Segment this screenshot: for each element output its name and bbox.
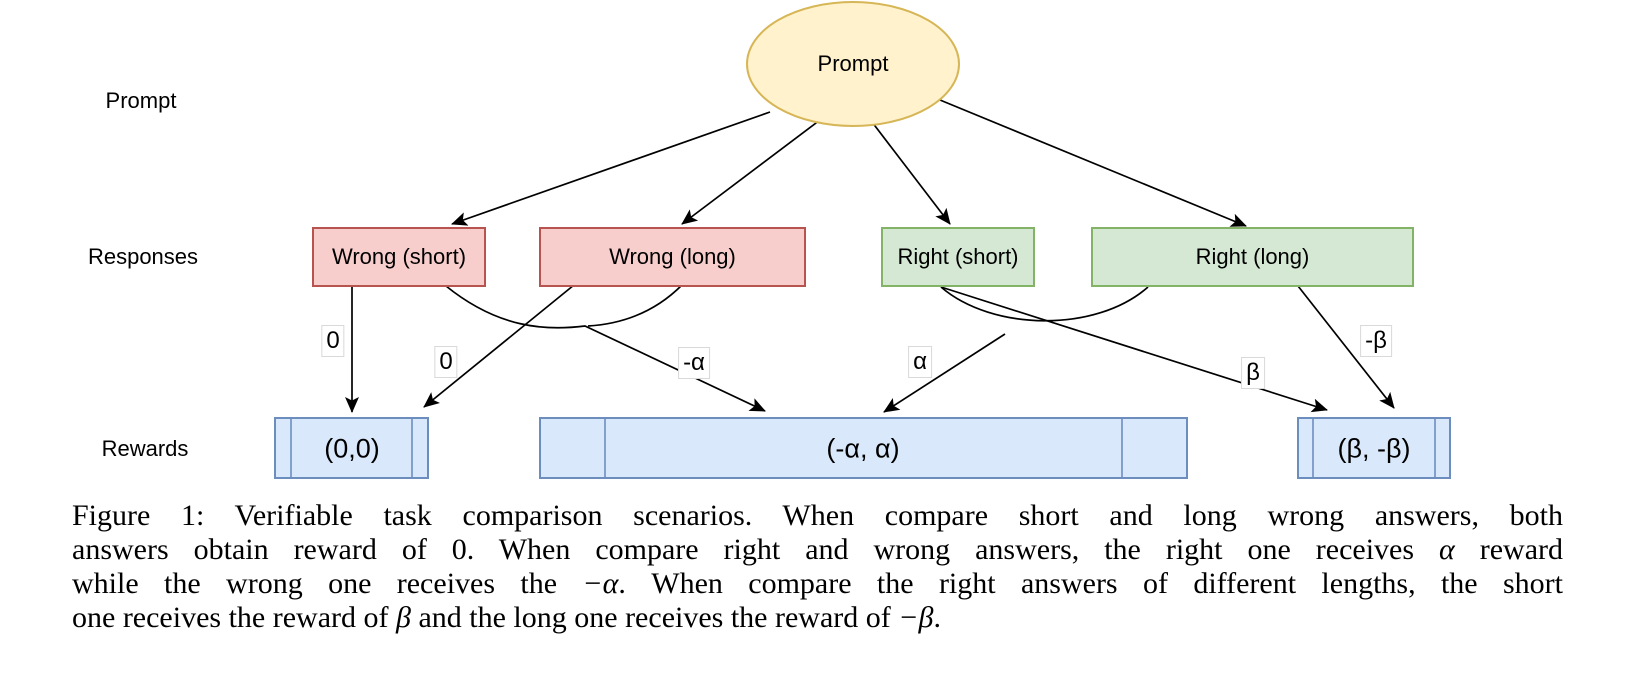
row-label-rewards: Rewards xyxy=(101,436,189,461)
reward-beta-box xyxy=(1297,417,1451,479)
caption-text: reward xyxy=(1454,533,1563,566)
right-short-box xyxy=(882,228,1034,286)
row-label-prompt: Prompt xyxy=(105,88,177,113)
reward-00-label: (0,0) xyxy=(324,433,380,464)
right-long-box-border xyxy=(1091,227,1414,287)
right-short-box-border xyxy=(881,227,1035,287)
caption-line: Figure 1: Verifiable task comparison sce… xyxy=(72,499,1563,533)
reward-00-rect-border xyxy=(274,417,429,479)
caption-line: answers obtain reward of 0. When compare… xyxy=(72,533,1563,567)
caption-text: and the long one receives the reward of xyxy=(410,601,899,634)
comparison-diagram xyxy=(274,1,1451,479)
edge-wrong-long-to-reward-00 xyxy=(423,284,575,408)
caption-math-symbol: β xyxy=(396,601,411,634)
wrong-short-box xyxy=(313,228,485,286)
caption-text: one receives the reward of xyxy=(72,601,396,634)
wrong-long-box xyxy=(540,228,805,286)
caption-text: . When compare the right answers of diff… xyxy=(618,567,1563,600)
edge-right-short-to-reward-beta xyxy=(940,286,1328,413)
wrong-long-box-border xyxy=(539,227,806,287)
edge-label-zero-long: 0 xyxy=(434,346,458,378)
edge-right-to-reward-alpha xyxy=(883,333,1006,413)
edge-label-alpha: α xyxy=(908,346,932,378)
edge-right-arc xyxy=(940,286,1149,322)
wrong-short-label: Wrong (short) xyxy=(331,244,467,269)
caption-line: while the wrong one receives the −α. Whe… xyxy=(72,567,1563,601)
edge-label-zero-short: 0 xyxy=(321,325,345,357)
row-label-responses: Responses xyxy=(87,244,199,269)
prompt-ellipse xyxy=(747,2,959,126)
reward-00-rect xyxy=(275,418,428,478)
prompt-ellipse-border xyxy=(746,1,960,127)
edge-prompt-to-wrong-long xyxy=(681,119,821,225)
reward-beta-label: (β, -β) xyxy=(1337,433,1411,464)
caption-math-symbol: −β xyxy=(898,601,934,634)
caption-line: one receives the reward of β and the lon… xyxy=(72,601,1563,635)
edge-label-neg-alpha: -α xyxy=(678,347,710,379)
edge-wrong-long-arc xyxy=(587,284,683,327)
caption-math-symbol: α xyxy=(1439,533,1455,566)
wrong-long-label: Wrong (long) xyxy=(609,244,736,269)
edge-wrong-to-reward-neg-alpha xyxy=(445,285,766,412)
caption-text: answers obtain reward of 0. When compare… xyxy=(72,533,1439,566)
reward-alpha-rect-border xyxy=(539,417,1188,479)
caption-text: while the wrong one receives the xyxy=(72,567,583,600)
right-short-label: Right (short) xyxy=(897,244,1019,269)
edge-right-long-to-reward-neg-beta xyxy=(1297,285,1395,409)
reward-beta-rect xyxy=(1298,418,1450,478)
reward-beta-rect-border xyxy=(1297,417,1451,479)
edge-prompt-to-right-short xyxy=(871,121,951,225)
prompt-node-label: Prompt xyxy=(817,51,889,76)
reward-alpha-rect xyxy=(540,418,1187,478)
edge-prompt-to-right-long xyxy=(939,99,1247,227)
edge-prompt-to-wrong-short xyxy=(451,111,771,226)
caption-text: Figure 1: Verifiable task comparison sce… xyxy=(72,499,1563,532)
reward-alpha-box xyxy=(539,417,1188,479)
right-long-box xyxy=(1092,228,1413,286)
caption-text: . xyxy=(933,601,941,634)
figure-caption: Figure 1: Verifiable task comparison sce… xyxy=(72,499,1563,635)
right-long-label: Right (long) xyxy=(1195,244,1310,269)
edge-label-beta: β xyxy=(1241,357,1265,389)
wrong-short-box-border xyxy=(312,227,486,287)
reward-00-box xyxy=(274,417,429,479)
reward-alpha-label: (-α, α) xyxy=(826,433,900,464)
caption-math-symbol: −α xyxy=(582,567,619,600)
edge-label-neg-beta: -β xyxy=(1360,325,1392,357)
